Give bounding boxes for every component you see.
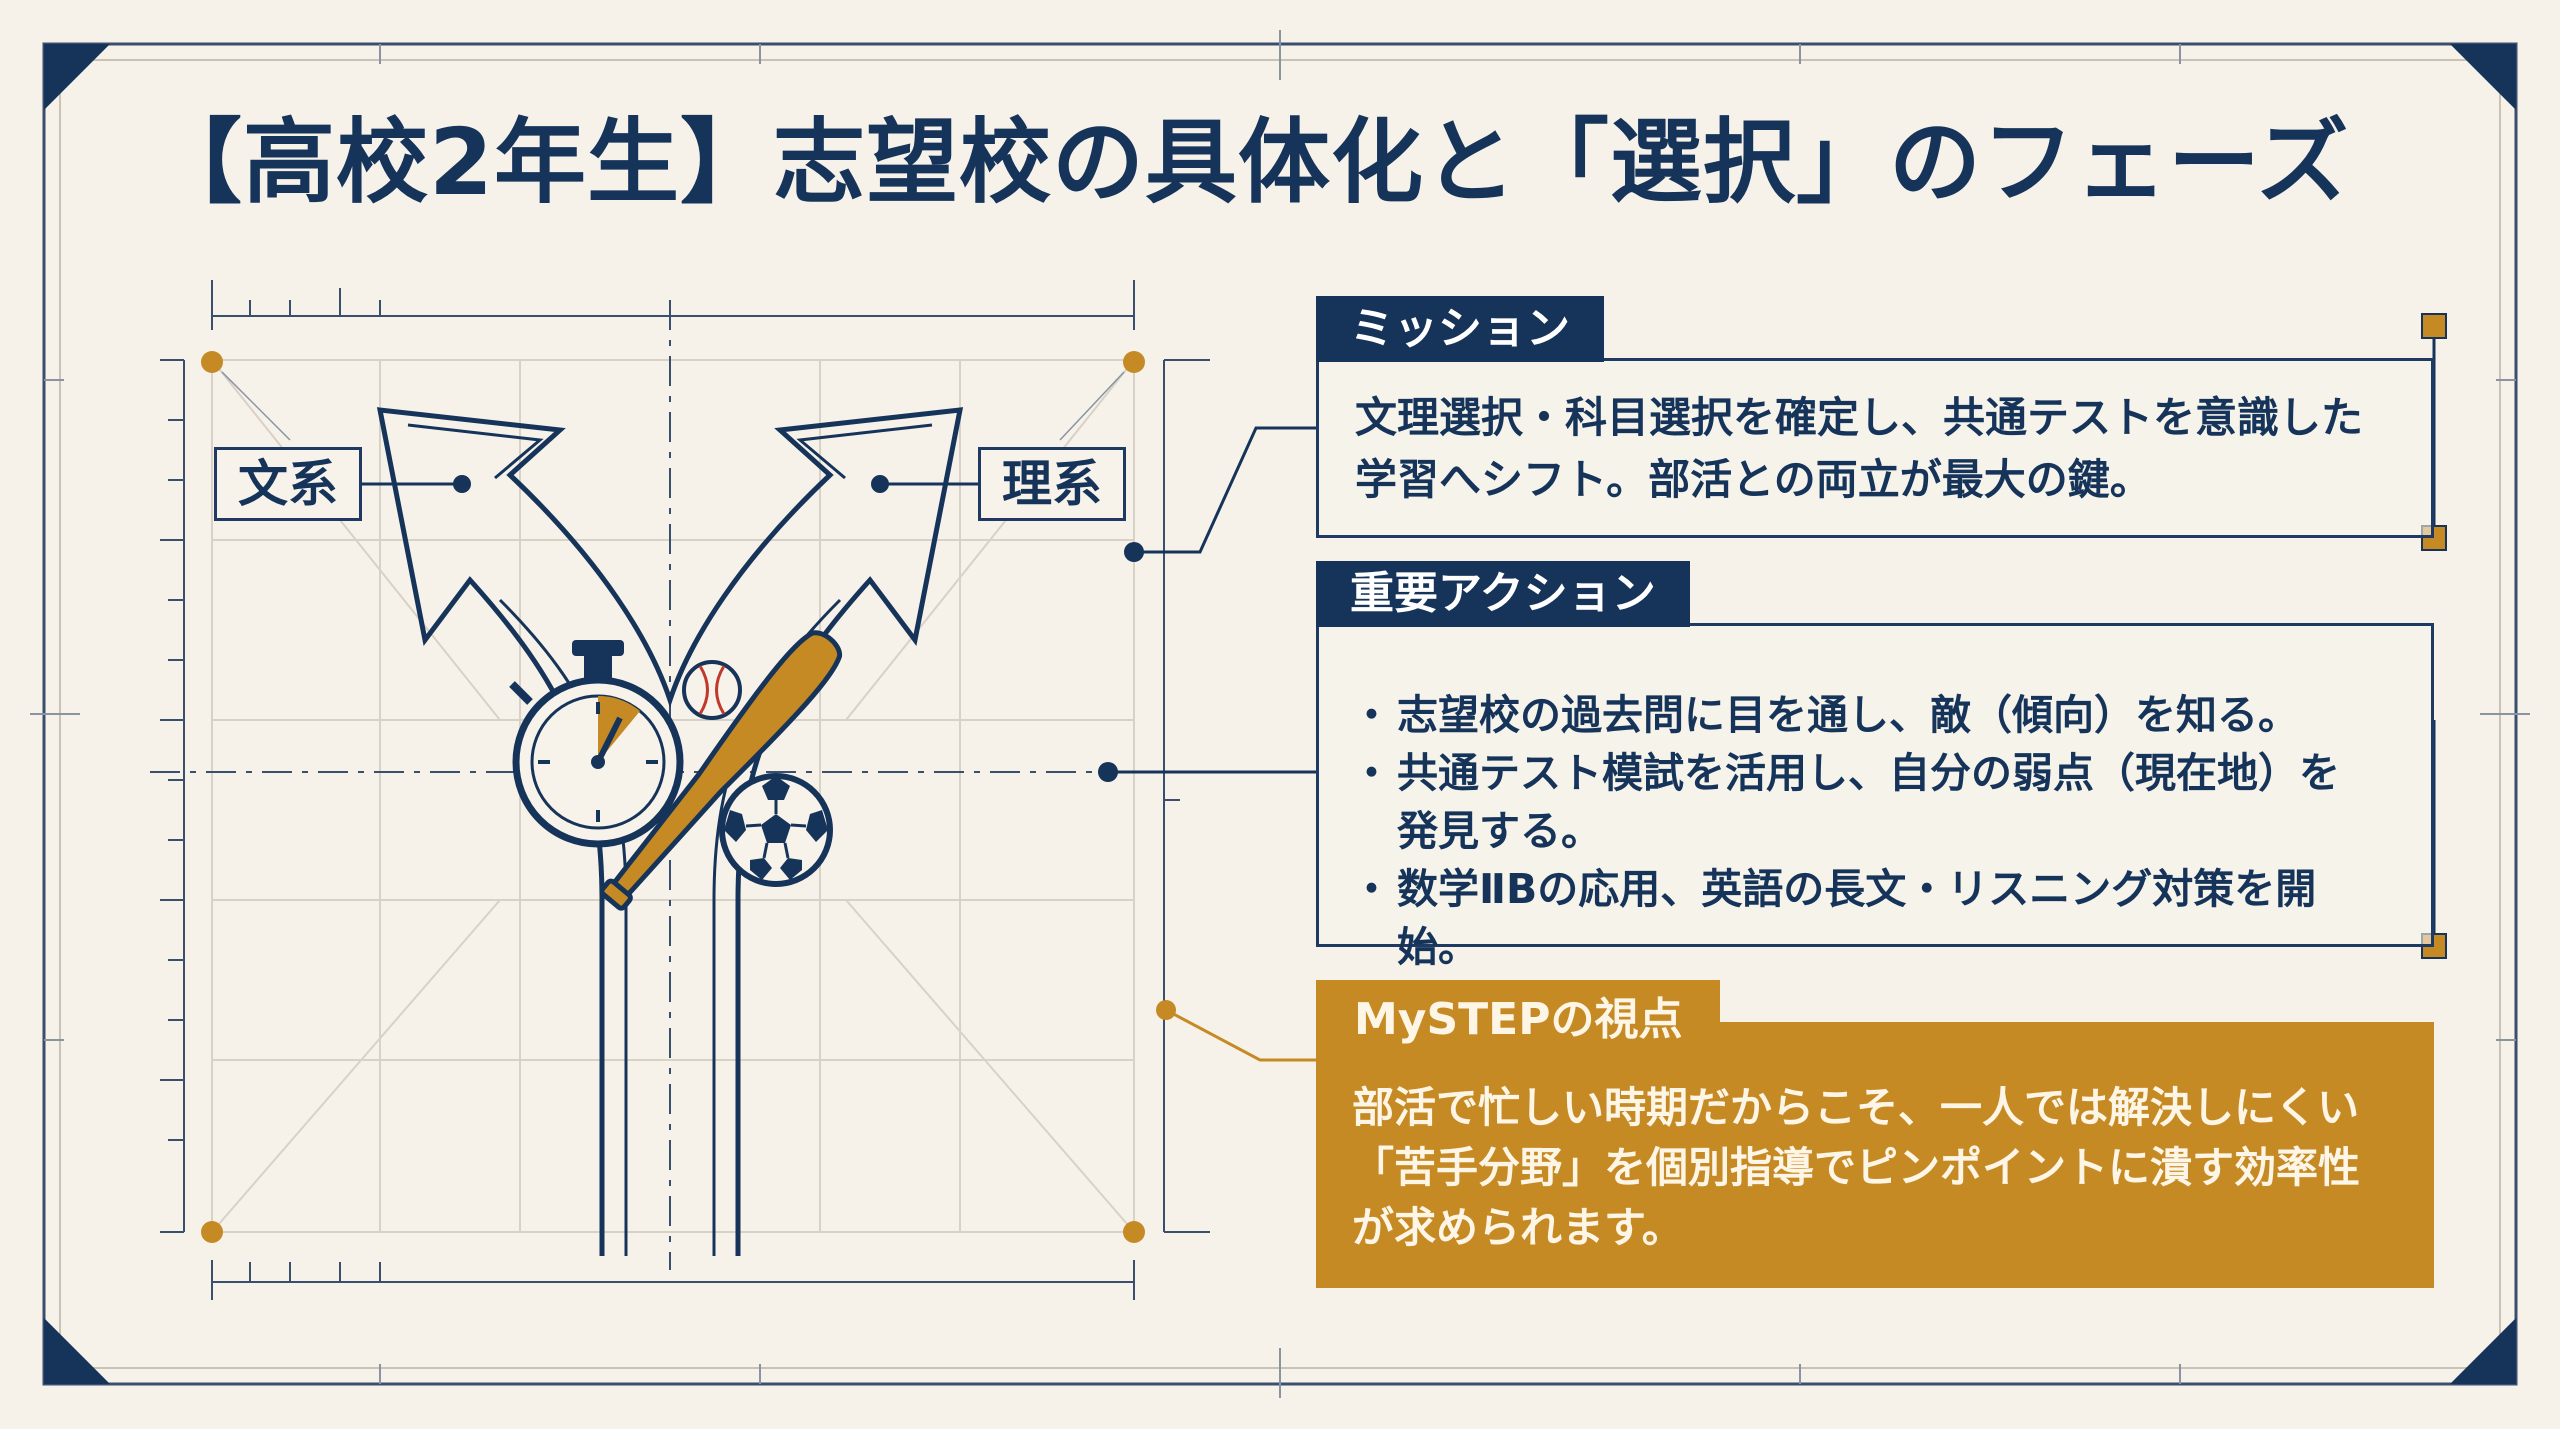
baseball-bat-icon: [599, 630, 842, 911]
mystep-line: 部活で忙しい時期だからこそ、一人では解決しにくい: [1352, 1083, 2360, 1132]
branch-label-bunkei: 文系: [214, 447, 362, 521]
action-item-line: 発見する。: [1397, 807, 1602, 855]
mystep-line: が求められます。: [1352, 1203, 1684, 1252]
mission-text: 文理選択・科目選択を確定し、共通テストを意識した 学習へシフト。部活との両立が最…: [1355, 387, 2395, 511]
action-item-line: 共通テスト模試を活用し、自分の弱点（現在地）を: [1397, 749, 2340, 797]
branch-label-rikei: 理系: [978, 447, 1126, 521]
mystep-line: 「苦手分野」を個別指導でピンポイントに潰す効率性: [1352, 1143, 2361, 1192]
action-item: 志望校の過去問に目を通し、敵（傾向）を知る。: [1351, 686, 2395, 744]
mystep-panel: MySTEPの視点 部活で忙しい時期だからこそ、一人では解決しにくい 「苦手分野…: [1316, 980, 2434, 1288]
key-actions-body: 志望校の過去問に目を通し、敵（傾向）を知る。 共通テスト模試を活用し、自分の弱点…: [1351, 686, 2395, 976]
action-item: 数学ⅡBの応用、英語の長文・リスニング対策を開始。: [1351, 860, 2395, 976]
soccer-ball-icon: [719, 773, 833, 887]
action-item-line: 志望校の過去問に目を通し、敵（傾向）を知る。: [1397, 691, 2299, 739]
action-item-line: 数学ⅡBの応用、英語の長文・リスニング対策を開始。: [1397, 865, 2317, 971]
mission-line: 文理選択・科目選択を確定し、共通テストを意識した: [1355, 393, 2364, 442]
action-list: 志望校の過去問に目を通し、敵（傾向）を知る。 共通テスト模試を活用し、自分の弱点…: [1351, 686, 2395, 976]
mission-line: 学習へシフト。部活との両立が最大の鍵。: [1355, 455, 2152, 504]
key-actions-panel: 重要アクション 志望校の過去問に目を通し、敵（傾向）を知る。 共通テスト模試を活…: [1316, 561, 2434, 971]
baseball-icon: [682, 660, 742, 720]
action-item: 共通テスト模試を活用し、自分の弱点（現在地）を 発見する。: [1351, 744, 2395, 860]
mystep-text: 部活で忙しい時期だからこそ、一人では解決しにくい 「苦手分野」を個別指導でピンポ…: [1352, 1078, 2398, 1258]
mission-heading: ミッション: [1316, 296, 1604, 362]
key-actions-heading: 重要アクション: [1316, 561, 1690, 627]
page-title: 【高校2年生】志望校の具体化と「選択」のフェーズ: [150, 109, 2350, 216]
mission-panel: ミッション 文理選択・科目選択を確定し、共通テストを意識した 学習へシフト。部活…: [1316, 296, 2434, 538]
mystep-heading: MySTEPの視点: [1316, 980, 1721, 1060]
stopwatch-icon: [509, 640, 684, 848]
